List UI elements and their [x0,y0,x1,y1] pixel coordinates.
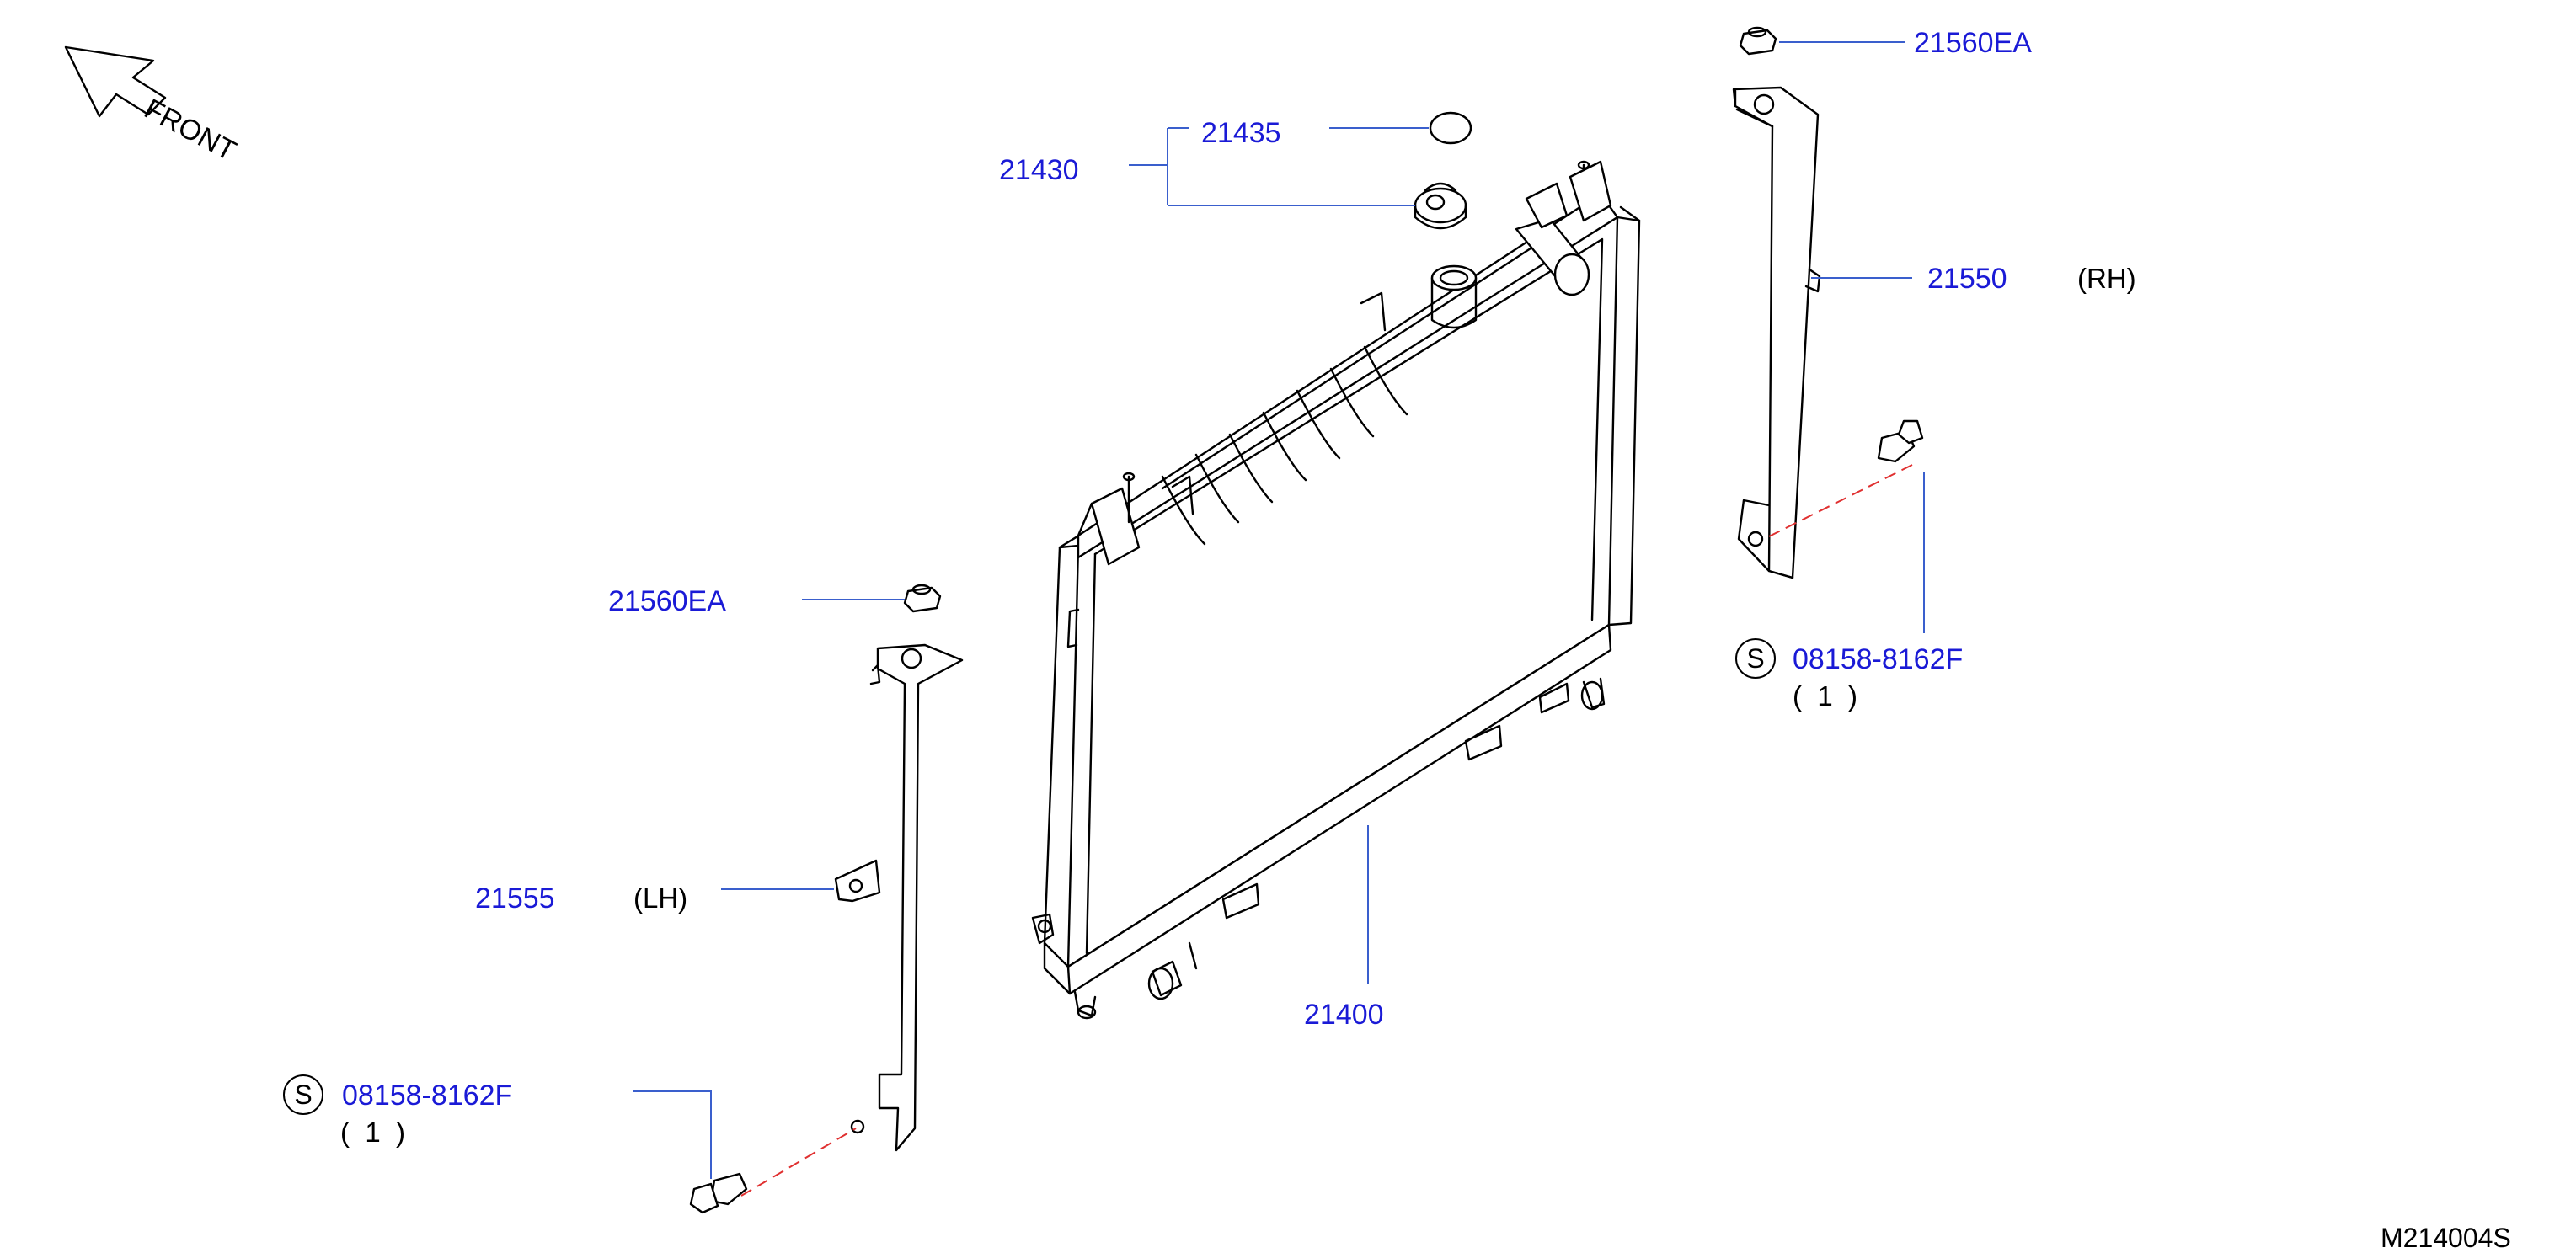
label-21555[interactable]: 21555 [475,882,555,914]
s-marker-left: S [283,1074,323,1115]
bolt-08158-8162f-right[interactable] [1877,419,1924,463]
leader-21430 [1129,127,1415,206]
nut-21560ea-right[interactable] [1739,26,1777,56]
dash-bolt-left [740,1128,857,1197]
bracket-rh-21550[interactable] [1732,86,1821,579]
s-marker-right: S [1735,638,1776,679]
qty-right: ( 1 ) [1793,680,1858,712]
bolt-08158-8162f-left[interactable] [689,1172,748,1214]
front-arrow-icon [64,45,167,118]
label-21400[interactable]: 21400 [1304,999,1384,1031]
bracket-lh-21555[interactable] [834,643,964,1152]
leader-bolt-left [633,1090,712,1179]
diagram-code: M214004S [2381,1223,2511,1253]
seal-21435[interactable] [1429,111,1472,145]
label-21550[interactable]: 21550 [1927,263,2007,295]
side-label-lh: (LH) [633,882,688,914]
label-21430[interactable]: 21430 [999,154,1079,186]
nut-21560ea-left[interactable] [903,584,942,613]
label-bolt-left[interactable]: 08158-8162F [342,1080,513,1112]
label-21560ea-left[interactable]: 21560EA [608,585,726,617]
label-21435[interactable]: 21435 [1201,117,1281,149]
label-bolt-right[interactable]: 08158-8162F [1793,643,1964,675]
qty-left: ( 1 ) [340,1117,406,1148]
label-21560ea-right[interactable]: 21560EA [1914,27,2032,59]
side-label-rh: (RH) [2077,263,2136,294]
radiator-21400[interactable] [1031,160,1641,1020]
radiator-cap-21430[interactable] [1414,182,1467,230]
dash-bolt-right [1766,464,1913,538]
